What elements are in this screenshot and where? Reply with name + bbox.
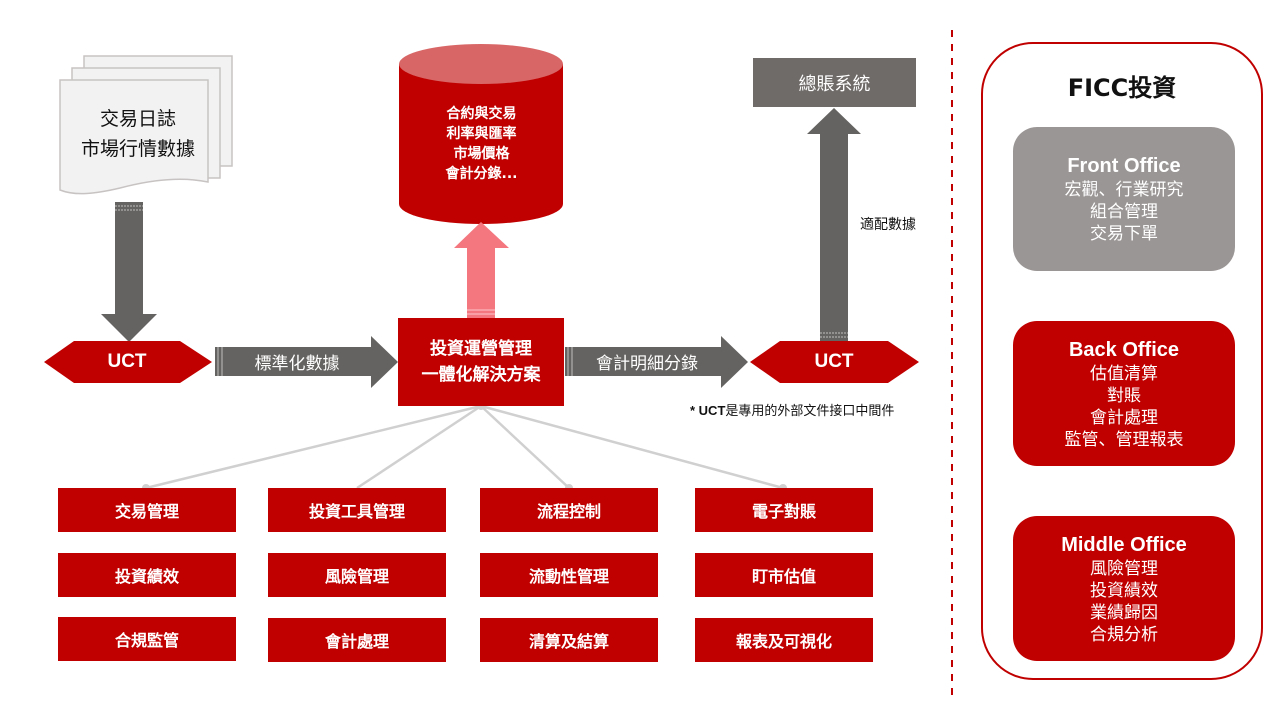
database-line: 利率與匯率 [446,126,517,142]
database-line: 會計分錄... [445,166,518,182]
connector-line [480,404,784,490]
uct-right-label: UCT [814,351,854,372]
ficc-panel-title: FICC投資 [1067,74,1177,102]
core-solution-box: 投資運營管理 一體化解決方案 [398,318,564,406]
module-risk-management[interactable]: 風險管理 [268,553,446,597]
source-docs-line: 市場行情數據 [80,138,195,160]
database-line: 市場價格 [453,146,510,162]
uct-left-label: UCT [107,351,147,372]
core-line: 一體化解決方案 [421,365,541,385]
source-docs-line: 交易日誌 [99,108,176,130]
front-office-item: 組合管理 [1090,202,1158,222]
footnote-prefix: * UCT [690,403,726,418]
up-arrow-pink-icon [454,222,509,318]
uct-right-hexagon [750,341,919,383]
general-ledger-box: 總賬系統 [753,58,916,107]
module-trade-management[interactable]: 交易管理 [58,488,236,532]
database-line: 合約與交易 [446,106,517,122]
module-compliance[interactable]: 合規監管 [58,617,236,661]
middle-office-item: 投資績效 [1090,580,1158,601]
back-office-item: 對賬 [1107,385,1141,406]
back-office-card: Back Office 估值清算 對賬 會計處理 監管、管理報表 [1013,321,1235,466]
module-e-reconciliation[interactable]: 電子對賬 [695,488,873,532]
back-office-title: Back Office [1068,338,1180,361]
source-docs-label: 交易日誌 市場行情數據 [58,104,218,164]
accounting-arrow-label: 會計明細分錄 [596,354,698,374]
middle-office-item: 業績歸因 [1090,602,1158,623]
module-clearing-settlement[interactable]: 清算及結算 [480,618,658,662]
middle-office-title: Middle Office [1061,533,1187,556]
back-office-item: 監管、管理報表 [1064,429,1184,450]
module-connectors [145,404,784,490]
up-arrow-gray-icon [807,108,861,341]
back-office-item: 估值清算 [1090,363,1158,384]
connector-line [480,405,570,489]
down-arrow-icon [101,202,157,342]
front-office-item: 交易下單 [1090,224,1158,244]
module-process-control[interactable]: 流程控制 [480,488,658,532]
connector-line [145,404,482,490]
database-label: 合約與交易 利率與匯率 市場價格 會計分錄... [400,104,563,184]
front-office-title: Front Office [1067,155,1181,177]
document-stack-icon [59,55,233,195]
middle-office-item: 合規分析 [1090,624,1158,645]
accounting-arrow-icon [565,336,748,388]
back-office-item: 會計處理 [1090,407,1158,428]
adapt-data-label: 適配數據 [860,217,916,233]
module-investment-performance[interactable]: 投資績效 [58,553,236,597]
uct-left-hexagon [44,341,212,383]
module-reporting-visualization[interactable]: 報表及可視化 [695,618,873,662]
module-accounting[interactable]: 會計處理 [268,618,446,662]
uct-footnote: * UCT是專用的外部文件接口中間件 [690,400,894,419]
module-mark-to-market[interactable]: 盯市估值 [695,553,873,597]
connector-line [356,404,482,490]
database-cylinder-icon [399,44,563,224]
module-liquidity-management[interactable]: 流動性管理 [480,553,658,597]
middle-office-card: Middle Office 風險管理 投資績效 業績歸因 合規分析 [1013,516,1235,661]
standardize-arrow-icon [215,336,398,388]
front-office-card: Front Office 宏觀、行業研究 組合管理 交易下單 [1013,127,1235,271]
front-office-item: 宏觀、行業研究 [1064,180,1184,200]
standardize-arrow-label: 標準化數據 [254,354,340,374]
middle-office-item: 風險管理 [1090,558,1158,579]
module-instrument-management[interactable]: 投資工具管理 [268,488,446,532]
ficc-panel [981,42,1263,680]
footnote-text: 是專用的外部文件接口中間件 [725,404,895,419]
core-line: 投資運營管理 [430,339,532,359]
